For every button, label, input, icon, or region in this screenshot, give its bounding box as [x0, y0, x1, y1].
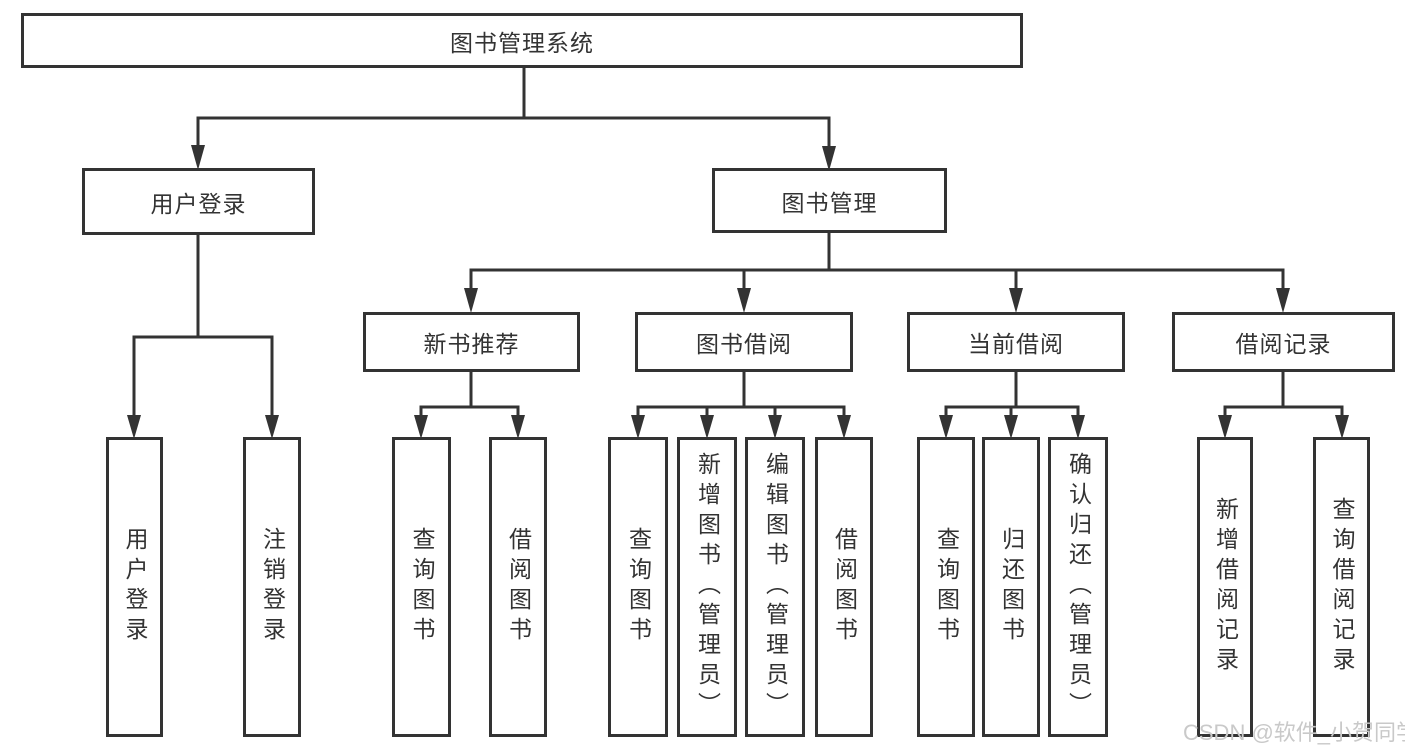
leaf-user-login: 用户登录	[106, 437, 163, 737]
leaf-label: 注销登录	[259, 527, 286, 647]
leaf-logout: 注销登录	[243, 437, 301, 737]
node-label: 图书管理系统	[450, 29, 594, 56]
leaf-borrow-books: 借阅图书	[815, 437, 873, 737]
leaf-label: 编辑图书（管理员）	[762, 452, 789, 722]
connector-current-borrow-group	[944, 372, 1080, 416]
connector-root-to-level2	[196, 68, 831, 147]
leaf-query-books-borrow: 查询图书	[608, 437, 668, 737]
leaf-return-books: 归还图书	[982, 437, 1040, 737]
leaf-label: 查询图书	[933, 527, 960, 647]
leaf-query-books-recommend: 查询图书	[392, 437, 451, 737]
connector-book-mgmt-to-level3	[469, 233, 1285, 289]
arrowheads-borrow-record-group	[1218, 415, 1349, 439]
arrowheads-level3	[464, 288, 1290, 313]
node-label: 借阅记录	[1235, 331, 1332, 357]
node-borrow-records: 借阅记录	[1172, 312, 1395, 372]
connector-borrow-record-group	[1223, 372, 1344, 416]
node-book-management: 图书管理	[712, 168, 947, 233]
leaf-edit-books-admin: 编辑图书（管理员）	[745, 437, 805, 737]
leaf-query-borrow-record: 查询借阅记录	[1313, 437, 1370, 737]
connector-new-book-group	[419, 372, 520, 416]
arrowheads-level2	[191, 145, 836, 171]
arrowheads-book-borrow-group	[631, 415, 851, 439]
node-label: 用户登录	[150, 190, 247, 217]
leaf-label: 用户登录	[122, 527, 148, 647]
leaf-label: 新增借阅记录	[1212, 497, 1239, 677]
leaf-add-books-admin: 新增图书（管理员）	[677, 437, 737, 737]
leaf-label: 确认归还（管理员）	[1065, 452, 1092, 722]
leaf-label: 借阅图书	[505, 527, 532, 647]
arrowheads-current-borrow-group	[939, 415, 1085, 439]
node-new-book-recommend: 新书推荐	[363, 312, 580, 372]
arrowheads-new-book-group	[414, 415, 525, 439]
leaf-label: 查询图书	[409, 527, 435, 647]
node-book-borrow: 图书借阅	[635, 312, 853, 372]
node-label: 新书推荐	[423, 331, 520, 357]
arrowheads-user-login-group	[127, 415, 279, 439]
node-label: 图书借阅	[696, 331, 792, 357]
csdn-watermark: CSDN @软件_小贺同学	[1183, 720, 1405, 745]
leaf-label: 查询借阅记录	[1329, 497, 1355, 677]
connector-book-borrow-group	[636, 372, 846, 416]
leaf-confirm-return-admin: 确认归还（管理员）	[1048, 437, 1108, 737]
node-label: 图书管理	[781, 189, 878, 216]
leaf-label: 查询图书	[625, 527, 652, 647]
leaf-add-borrow-record: 新增借阅记录	[1197, 437, 1253, 737]
leaf-borrow-books-recommend: 借阅图书	[489, 437, 547, 737]
node-user-login: 用户登录	[82, 168, 315, 235]
node-library-system-root: 图书管理系统	[21, 13, 1023, 68]
node-label: 当前借阅	[968, 331, 1064, 357]
node-current-borrow: 当前借阅	[907, 312, 1125, 372]
leaf-label: 借阅图书	[831, 527, 858, 647]
connector-user-login-group	[132, 235, 274, 416]
leaf-label: 新增图书（管理员）	[694, 452, 721, 722]
leaf-label: 归还图书	[998, 527, 1025, 647]
leaf-query-books-current: 查询图书	[917, 437, 975, 737]
